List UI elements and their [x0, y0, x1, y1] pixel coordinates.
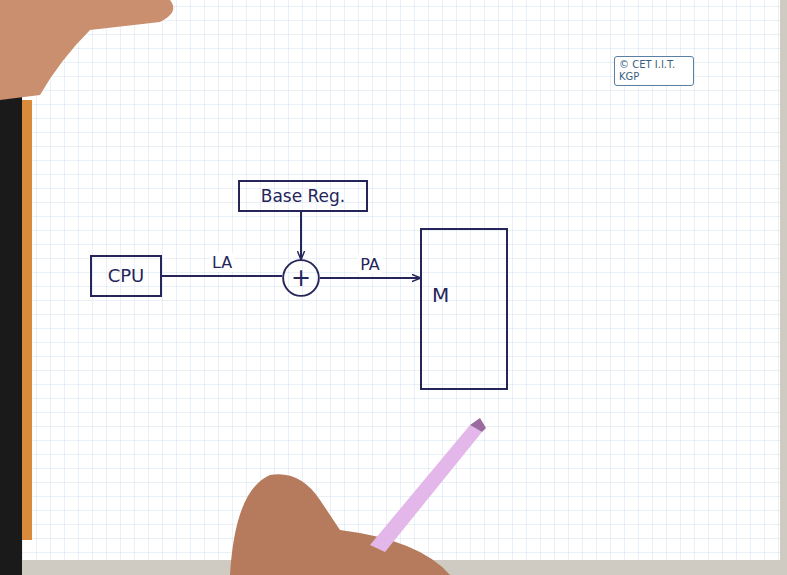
- node-text: Base Reg.: [261, 187, 346, 206]
- signal-label: LA: [210, 253, 234, 272]
- adder-circle: +: [282, 259, 320, 297]
- connector: [320, 277, 420, 279]
- node-text: +: [291, 265, 311, 291]
- node-text: CPU: [108, 266, 145, 286]
- watermark: © CET I.I.T. KGP: [614, 56, 694, 86]
- connector: [300, 212, 302, 259]
- node-text: M: [432, 284, 449, 306]
- connector: [162, 275, 282, 277]
- signal-label: PA: [358, 255, 382, 274]
- cpu-box: CPU: [90, 255, 162, 297]
- register-box: Base Reg.: [238, 180, 368, 212]
- memory-box: M: [420, 228, 508, 390]
